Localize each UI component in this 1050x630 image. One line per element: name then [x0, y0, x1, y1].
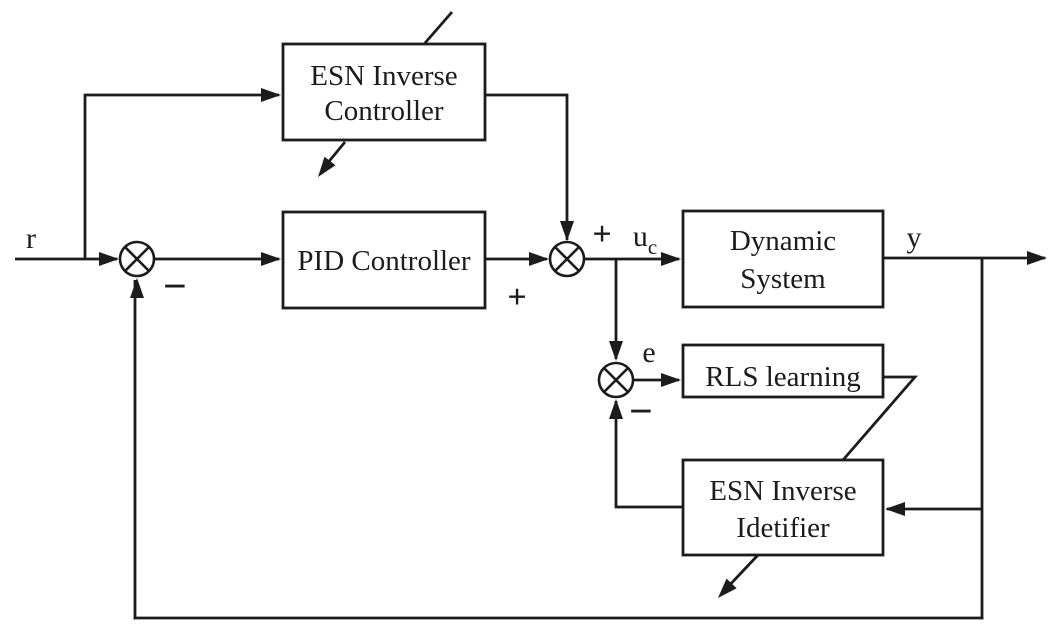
esn-inverse-identifier-label-line1: ESN Inverse [709, 475, 856, 507]
esn-inverse-identifier-block [681, 458, 885, 557]
dynamic-system-block [681, 209, 885, 309]
pid-controller-label: PID Controller [297, 245, 471, 277]
arrowhead-into-rls [661, 373, 681, 387]
control-signal-subscript: c [648, 235, 657, 259]
arrowhead-controller-adaptation [318, 156, 336, 177]
sum-junction-error [597, 361, 635, 399]
arrowhead-into-error-sum-bottom [609, 399, 623, 419]
sum-junction-control-cross [554, 246, 580, 272]
arrowhead-pid-into-control-sum [529, 252, 549, 266]
wire-identifier-to-error-sum [614, 401, 683, 509]
arrowhead-esn-into-control-sum [560, 221, 574, 241]
arrowhead-into-esn-controller [261, 88, 281, 102]
arrowhead-into-error-sum-top [609, 341, 623, 361]
arrowhead-into-reference-sum [99, 252, 119, 266]
minus-sign-feedback: − [163, 264, 187, 310]
arrowhead-into-dynamic-system [661, 252, 681, 266]
arrowhead-identifier-adaptation [718, 578, 737, 598]
plus-sign-pid-branch: + [507, 279, 526, 316]
output-signal-label: y [907, 221, 922, 254]
pid-controller-block [281, 210, 487, 310]
wire-reference-to-esn-controller [83, 93, 279, 259]
dynamic-system-label-line1: Dynamic [730, 225, 836, 257]
sum-junction-reference [118, 240, 156, 278]
wire-esn-controller-output [485, 93, 569, 240]
arrowhead-into-identifier [885, 502, 905, 516]
esn-inverse-identifier-label-line2: Idetifier [736, 512, 830, 544]
plus-sign-esn-branch: + [592, 216, 611, 253]
adaptation-arrow-controller-top [423, 11, 454, 44]
arrowhead-into-pid [261, 252, 281, 266]
error-signal-label: e [642, 336, 655, 369]
control-signal-base: u [633, 220, 648, 253]
control-signal-label: uc [633, 220, 657, 259]
esn-inverse-controller-block [281, 42, 487, 142]
esn-inverse-controller-label-line2: Controller [324, 95, 444, 127]
reference-signal-label: r [26, 222, 36, 255]
rls-learning-label: RLS learning [705, 361, 860, 393]
dynamic-system-label-line2: System [740, 263, 826, 295]
sum-junction-control [548, 240, 586, 278]
adaptation-arrow-rls-to-identifier [841, 375, 919, 461]
arrowhead-output-right [1027, 251, 1047, 265]
sum-junction-reference-cross [124, 246, 150, 272]
sum-junction-error-cross [603, 367, 629, 393]
minus-sign-identifier: − [629, 389, 653, 435]
esn-inverse-controller-label-line1: ESN Inverse [310, 60, 457, 92]
arrowhead-into-reference-sum-bottom [130, 278, 144, 298]
rls-learning-block [681, 343, 885, 399]
